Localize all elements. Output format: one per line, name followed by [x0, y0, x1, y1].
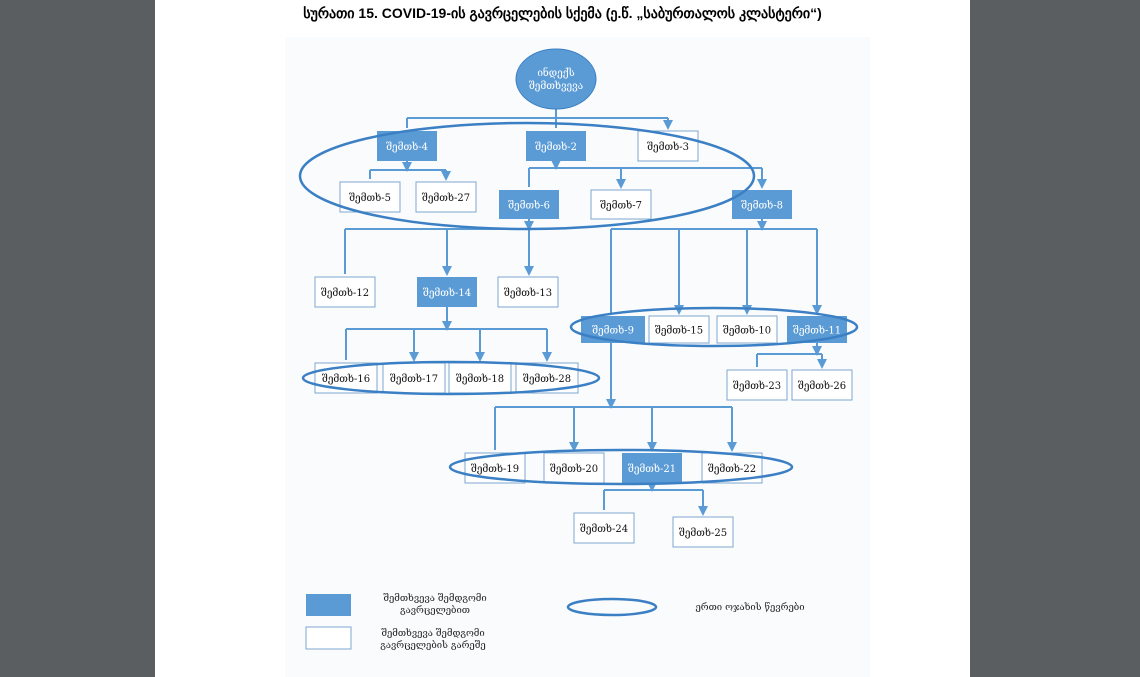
legend: შემთხვევა შემდგომი გავრცელებით შემთხვევა…	[305, 593, 805, 651]
case-node-15: შემთხ-15	[648, 315, 710, 344]
case-label: შემთხ-16	[322, 374, 370, 385]
case-label: შემთხ-2	[535, 142, 577, 153]
case-box	[339, 181, 401, 213]
legend-swatch-no-spread	[305, 626, 352, 650]
case-box	[417, 277, 477, 307]
legend-family-label: ერთი ოჯახის წევრები	[695, 602, 804, 613]
case-node-8: შემთხ-8	[732, 190, 792, 219]
case-box	[726, 369, 788, 401]
case-box	[716, 315, 778, 344]
case-box	[448, 362, 512, 394]
case-label: შემთხ-22	[708, 464, 756, 475]
case-label: შემთხ-27	[422, 193, 470, 204]
case-label: შემთხ-12	[321, 288, 369, 299]
case-label: შემთხ-26	[798, 381, 846, 392]
case-node-24: შემთხ-24	[573, 512, 635, 544]
case-box	[787, 316, 847, 343]
legend-no-spread-line2: გავრცელების გარეშე	[380, 640, 485, 651]
index-case-label-1: ინდექს	[537, 67, 574, 79]
case-node-6: შემთხ-6	[499, 190, 559, 219]
case-box	[672, 516, 734, 548]
case-box	[637, 130, 699, 162]
case-label: შემთხ-23	[733, 381, 781, 392]
family-oval	[301, 360, 601, 396]
case-box	[590, 189, 652, 220]
legend-no-spread-line1: შემთხვევა შემდგომი	[381, 628, 484, 639]
case-label: შემთხ-4	[386, 142, 428, 153]
family-oval	[298, 121, 756, 231]
case-label: შემთხ-3	[647, 142, 689, 153]
case-box	[648, 315, 710, 344]
case-node-9: შემთხ-9	[581, 316, 645, 343]
case-node-25: შემთხ-25	[672, 516, 734, 548]
case-node-27: შემთხ-27	[415, 181, 477, 213]
case-label: შემთხ-21	[628, 464, 676, 475]
case-box	[581, 316, 645, 343]
case-node-17: შემთხ-17	[382, 362, 446, 394]
case-node-23: შემთხ-23	[726, 369, 788, 401]
case-box	[526, 131, 586, 161]
legend-spread-line2: გავრცელებით	[400, 605, 470, 616]
case-box	[497, 276, 559, 308]
figure-title: სურათი 15. COVID-19-ის გავრცელების სქემა…	[303, 5, 822, 21]
index-case-node: ინდექს შემთხვევა	[515, 48, 597, 110]
case-box	[377, 131, 437, 161]
case-label: შემთხ-8	[741, 201, 783, 212]
legend-family-oval	[566, 597, 658, 617]
case-node-16: შემთხ-16	[314, 362, 378, 394]
case-node-18: შემთხ-18	[448, 362, 512, 394]
case-box	[314, 362, 378, 394]
case-node-12: შემთხ-12	[314, 276, 376, 308]
case-node-13: შემთხ-13	[497, 276, 559, 308]
case-node-26: შემთხ-26	[791, 369, 853, 401]
case-label: შემთხ-18	[456, 374, 504, 385]
case-box	[499, 190, 559, 219]
case-label: შემთხ-10	[723, 326, 771, 337]
family-oval	[569, 306, 859, 348]
edges	[344, 109, 827, 516]
case-node-2: შემთხ-2	[526, 131, 586, 161]
case-box	[382, 362, 446, 394]
case-label: შემთხ-14	[423, 288, 471, 299]
legend-swatch-spread	[306, 594, 351, 616]
case-label: შემთხ-28	[523, 374, 571, 385]
case-label: შემთხ-24	[580, 524, 628, 535]
legend-spread-line1: შემთხვევა შემდგომი	[383, 593, 486, 604]
case-label: შემთხ-13	[504, 288, 552, 299]
case-box	[791, 369, 853, 401]
index-case-label-2: შემთხვევა	[529, 81, 583, 92]
case-node-5: შემთხ-5	[339, 181, 401, 213]
case-label: შემთხ-25	[679, 528, 727, 539]
case-label: შემთხ-19	[471, 464, 519, 475]
case-node-4: შემთხ-4	[377, 131, 437, 161]
case-node-20: შემთხ-20	[543, 452, 605, 484]
case-label: შემთხ-15	[655, 326, 703, 337]
case-box	[314, 276, 376, 308]
case-label: შემთხ-7	[600, 201, 642, 212]
case-label: შემთხ-20	[550, 464, 598, 475]
case-node-14: შემთხ-14	[417, 277, 477, 307]
case-node-10: შემთხ-10	[716, 315, 778, 344]
case-node-11: შემთხ-11	[787, 316, 847, 343]
case-box	[543, 452, 605, 484]
case-label: შემთხ-6	[508, 201, 550, 212]
case-label: შემთხ-5	[349, 193, 391, 204]
family-ovals	[298, 121, 859, 486]
case-box	[573, 512, 635, 544]
case-label: შემთხ-9	[592, 326, 634, 337]
family-oval	[448, 448, 794, 486]
case-node-3: შემთხ-3	[637, 130, 699, 162]
case-node-7: შემთხ-7	[590, 189, 652, 220]
case-box	[732, 190, 792, 219]
case-label: შემთხ-11	[793, 326, 841, 337]
case-label: შემთხ-17	[390, 374, 438, 385]
case-box	[415, 181, 477, 213]
case-box	[622, 453, 682, 483]
case-node-21: შემთხ-21	[622, 453, 682, 483]
